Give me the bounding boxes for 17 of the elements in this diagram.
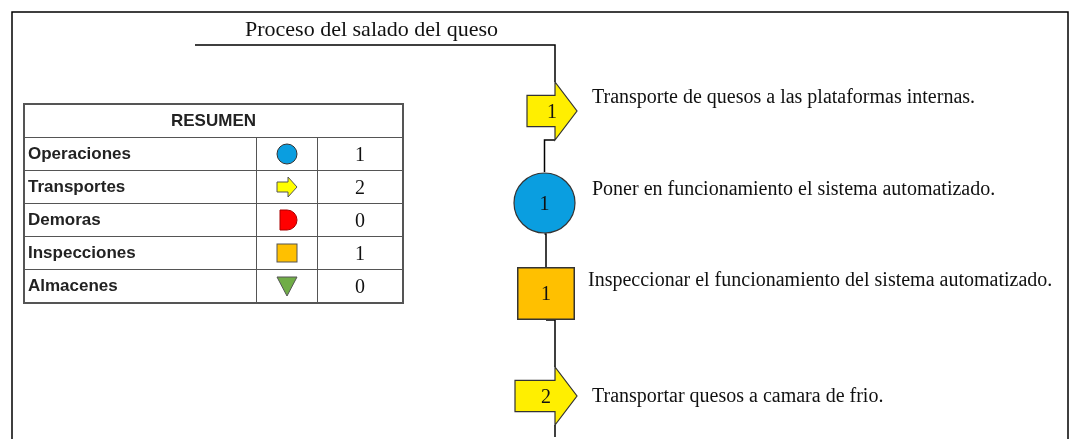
step-description: Transporte de quesos a las plataformas internas. bbox=[592, 84, 977, 110]
flow-line bbox=[554, 424, 556, 438]
step-number: 1 bbox=[541, 282, 551, 305]
flow-line bbox=[543, 233, 547, 268]
step-description: Transportar quesos a camara de frio. bbox=[592, 383, 885, 409]
row-label: Transportes bbox=[24, 170, 257, 204]
step-number: 1 bbox=[547, 99, 557, 123]
row-label: Demoras bbox=[24, 203, 257, 237]
row-label: Inspecciones bbox=[24, 236, 257, 270]
flow-line bbox=[194, 44, 556, 83]
process-title: Proceso del salado del queso bbox=[245, 16, 498, 42]
step-number: 1 bbox=[539, 191, 550, 215]
step-description: Poner en funcionamiento el sistema automatizado. bbox=[592, 176, 997, 201]
step-number: 2 bbox=[541, 384, 551, 408]
step-description: Inspeccionar el funcionamiento del sistema automatizado. bbox=[588, 267, 1054, 293]
flow-line bbox=[543, 139, 556, 173]
row-label: Operaciones bbox=[24, 137, 257, 171]
